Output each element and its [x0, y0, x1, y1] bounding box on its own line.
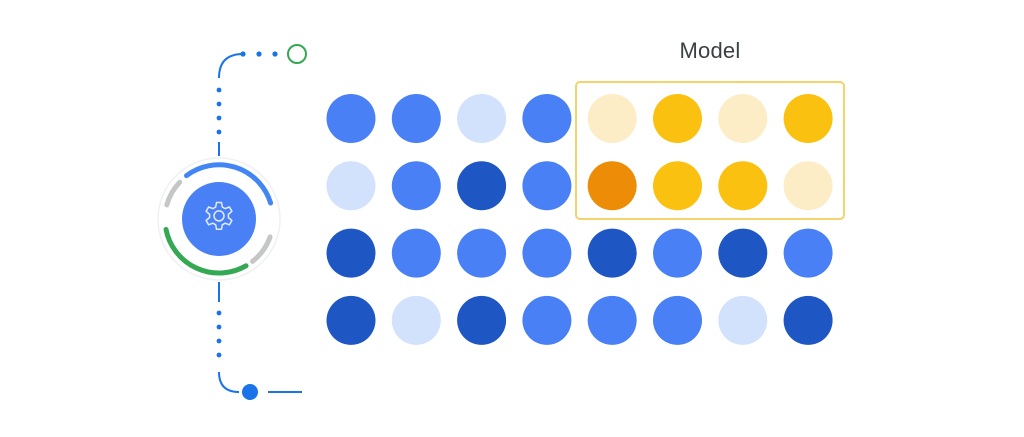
hub-ring-green	[163, 226, 249, 276]
grid-dot-pale-yellow	[587, 94, 637, 143]
grid-dot-blue	[522, 295, 572, 345]
grid-dot-blue	[587, 295, 637, 345]
data-grid	[326, 94, 833, 345]
grid-dot-blue	[653, 228, 702, 278]
grid-dot-yellow	[718, 161, 768, 211]
grid-dot-orange	[587, 161, 637, 211]
grid-dot-blue	[391, 94, 441, 143]
grid-dot-dark-blue	[718, 228, 768, 278]
upper-vertical-dots	[216, 87, 222, 135]
hub-ring-blue	[184, 162, 274, 206]
grid-dot-light-blue	[718, 295, 768, 345]
grid-dot-light-blue	[457, 94, 507, 143]
grid-dot-blue	[326, 94, 376, 143]
grid-dot-pale-yellow	[783, 161, 833, 211]
grid-dot-yellow	[653, 94, 702, 143]
processing-hub	[156, 156, 282, 282]
grid-dot-dark-blue	[326, 295, 376, 345]
grid-dot-light-blue	[326, 161, 376, 211]
grid-dot-blue	[457, 228, 507, 278]
gear-icon	[205, 201, 233, 231]
start-node	[287, 44, 307, 64]
grid-dot-pale-yellow	[718, 94, 768, 143]
grid-dot-blue	[783, 228, 833, 278]
top-connector-curve	[218, 53, 244, 79]
grid-dot-dark-blue	[457, 161, 507, 211]
end-node	[242, 384, 258, 400]
grid-dot-dark-blue	[783, 295, 833, 345]
hub-ring-grey-left	[164, 179, 183, 208]
model-box	[575, 81, 845, 220]
lower-vertical-dots	[216, 310, 222, 358]
grid-dot-yellow	[783, 94, 833, 143]
grid-dot-blue	[391, 228, 441, 278]
grid-dot-blue	[653, 295, 702, 345]
grid-dot-dark-blue	[457, 295, 507, 345]
bottom-connector-curve	[218, 371, 240, 393]
grid-dot-light-blue	[391, 295, 441, 345]
top-connector-dots	[240, 51, 278, 57]
grid-dot-blue	[522, 161, 572, 211]
grid-dot-dark-blue	[587, 228, 637, 278]
model-label: Model	[679, 38, 741, 63]
hub-ring-grey-right	[250, 234, 273, 264]
grid-dot-blue	[522, 228, 572, 278]
grid-dot-dark-blue	[326, 228, 376, 278]
grid-dot-blue	[391, 161, 441, 211]
grid-dot-blue	[522, 94, 572, 143]
grid-dot-yellow	[653, 161, 702, 211]
